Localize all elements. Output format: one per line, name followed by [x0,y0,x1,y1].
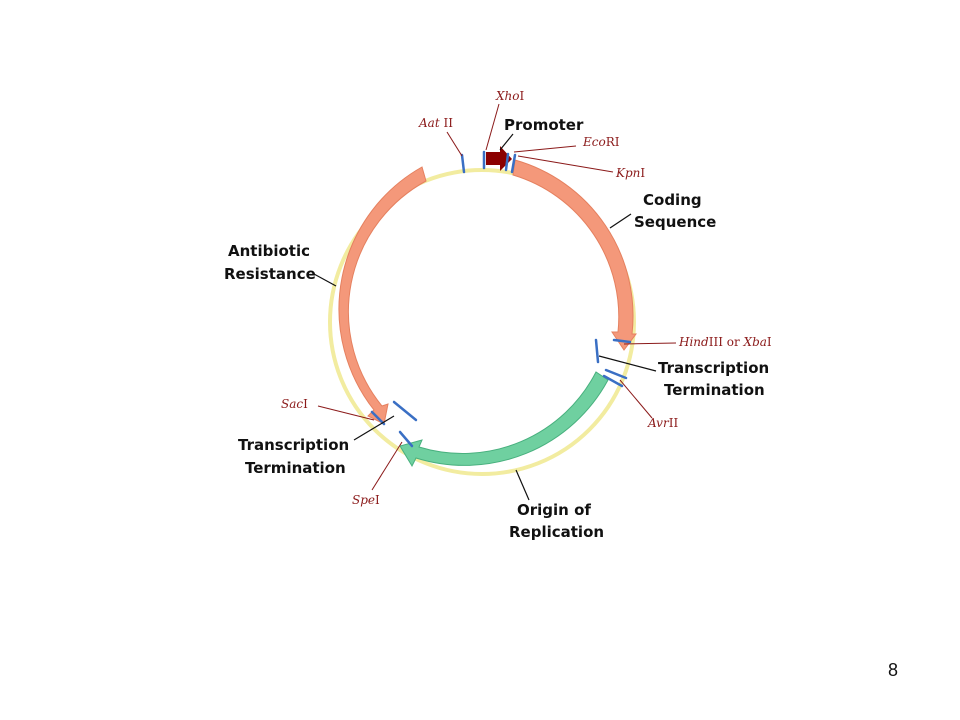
antibiotic-resistance-label-line2: Resistance [224,265,316,283]
transcription-termination-right-label-line2: Termination [664,381,765,399]
antibiotic-resistance-label-line1: Antibiotic [228,242,310,260]
hindiii-or-xbai-site-label: HindIII or XbaI [678,335,772,349]
coding-sequence-label-line1: Coding [643,191,702,209]
xbai-site-marker [594,338,600,364]
kpni-site-label: KpnI [615,166,645,180]
spei-site-marker [398,430,414,448]
transcription-termination-left-label-line1: Transcription [238,436,349,454]
site-leader-lines [317,103,677,491]
plasmid-backbone [328,168,636,476]
origin-of-replication-label-line2: Replication [509,523,604,541]
coding-sequence-label-line2: Sequence [634,213,716,231]
ecori-site-label: EcoRI [582,135,620,149]
antibiotic-resistance-arrow [338,166,427,425]
origin-of-replication-arrow [399,371,609,468]
avrii-site-label: AvrII [647,416,678,430]
aatii-site-label: Aat II [418,116,453,130]
coding-sequence-arrow [512,159,637,351]
feature-leader-lines [313,133,657,501]
saci-site-marker [370,410,386,426]
restriction-site-markers [370,150,632,448]
kpni-site-marker [510,153,517,174]
origin-of-replication-label-line1: Origin of [517,501,591,519]
xhoi-site-label: XhoI [495,89,525,103]
transcription-termination-right-label-line1: Transcription [658,359,769,377]
avrii-site-marker-a [604,368,628,380]
aatii-site-marker [460,153,466,174]
avrii-site-marker-b [602,374,624,388]
spei-site-label: SpeI [352,493,380,507]
saci-site-label: SacI [281,397,308,411]
transcription-termination-left-label-line2: Termination [245,459,346,477]
page-number: 8 [888,660,899,680]
promoter-label: Promoter [504,116,584,134]
hindiii-site-marker [612,338,632,344]
term-left-site-marker [392,400,418,422]
ecori-site-marker [504,152,510,172]
